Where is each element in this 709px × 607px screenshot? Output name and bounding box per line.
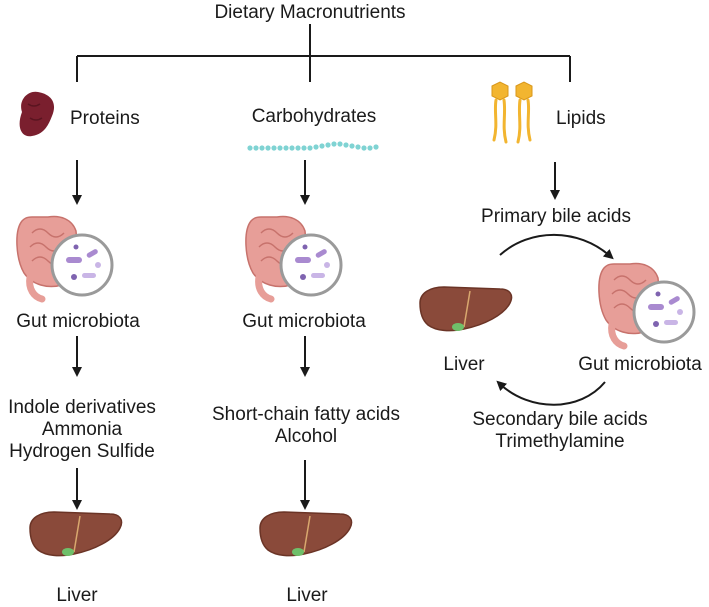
metabolite-hydrogen-sulfide: Hydrogen Sulfide bbox=[9, 441, 155, 462]
lipids-label: Lipids bbox=[556, 108, 606, 129]
metabolite-scfa: Short-chain fatty acids bbox=[212, 404, 400, 425]
intestine-icon-proteins bbox=[17, 217, 112, 299]
metabolite-indole: Indole derivatives bbox=[8, 397, 156, 418]
liver-label-carbohydrates: Liver bbox=[286, 585, 328, 606]
carbohydrates-label: Carbohydrates bbox=[251, 106, 377, 127]
intestine-icon-carbohydrates bbox=[246, 217, 341, 299]
gut-microbiota-label-proteins: Gut microbiota bbox=[16, 311, 140, 332]
protein-blob-icon bbox=[19, 91, 55, 137]
diagram-title: Dietary Macronutrients bbox=[214, 2, 406, 23]
arrow-liver-to-gut-cycle bbox=[499, 233, 614, 260]
primary-bile-acids-label: Primary bile acids bbox=[481, 206, 631, 227]
intestine-icon-lipids bbox=[599, 264, 694, 346]
gut-microbiota-label-lipids: Gut microbiota bbox=[578, 354, 702, 375]
liver-icon-lipids bbox=[419, 286, 513, 332]
liver-label-lipids: Liver bbox=[443, 354, 485, 375]
secondary-bile-acids-label: Secondary bile acids bbox=[472, 409, 648, 430]
phospholipid-icon bbox=[491, 81, 533, 144]
arrow-gut-to-liver-cycle bbox=[496, 380, 606, 406]
metabolite-alcohol: Alcohol bbox=[274, 426, 338, 447]
hierarchy-lines bbox=[76, 24, 571, 82]
carbohydrate-chain-icon bbox=[247, 141, 379, 151]
liver-label-proteins: Liver bbox=[56, 585, 98, 606]
liver-icon-proteins bbox=[29, 511, 123, 557]
trimethylamine-label: Trimethylamine bbox=[495, 431, 625, 452]
liver-icon-carbohydrates bbox=[259, 511, 353, 557]
metabolite-ammonia: Ammonia bbox=[41, 419, 123, 440]
proteins-label: Proteins bbox=[70, 108, 140, 129]
gut-microbiota-label-carbohydrates: Gut microbiota bbox=[242, 311, 366, 332]
